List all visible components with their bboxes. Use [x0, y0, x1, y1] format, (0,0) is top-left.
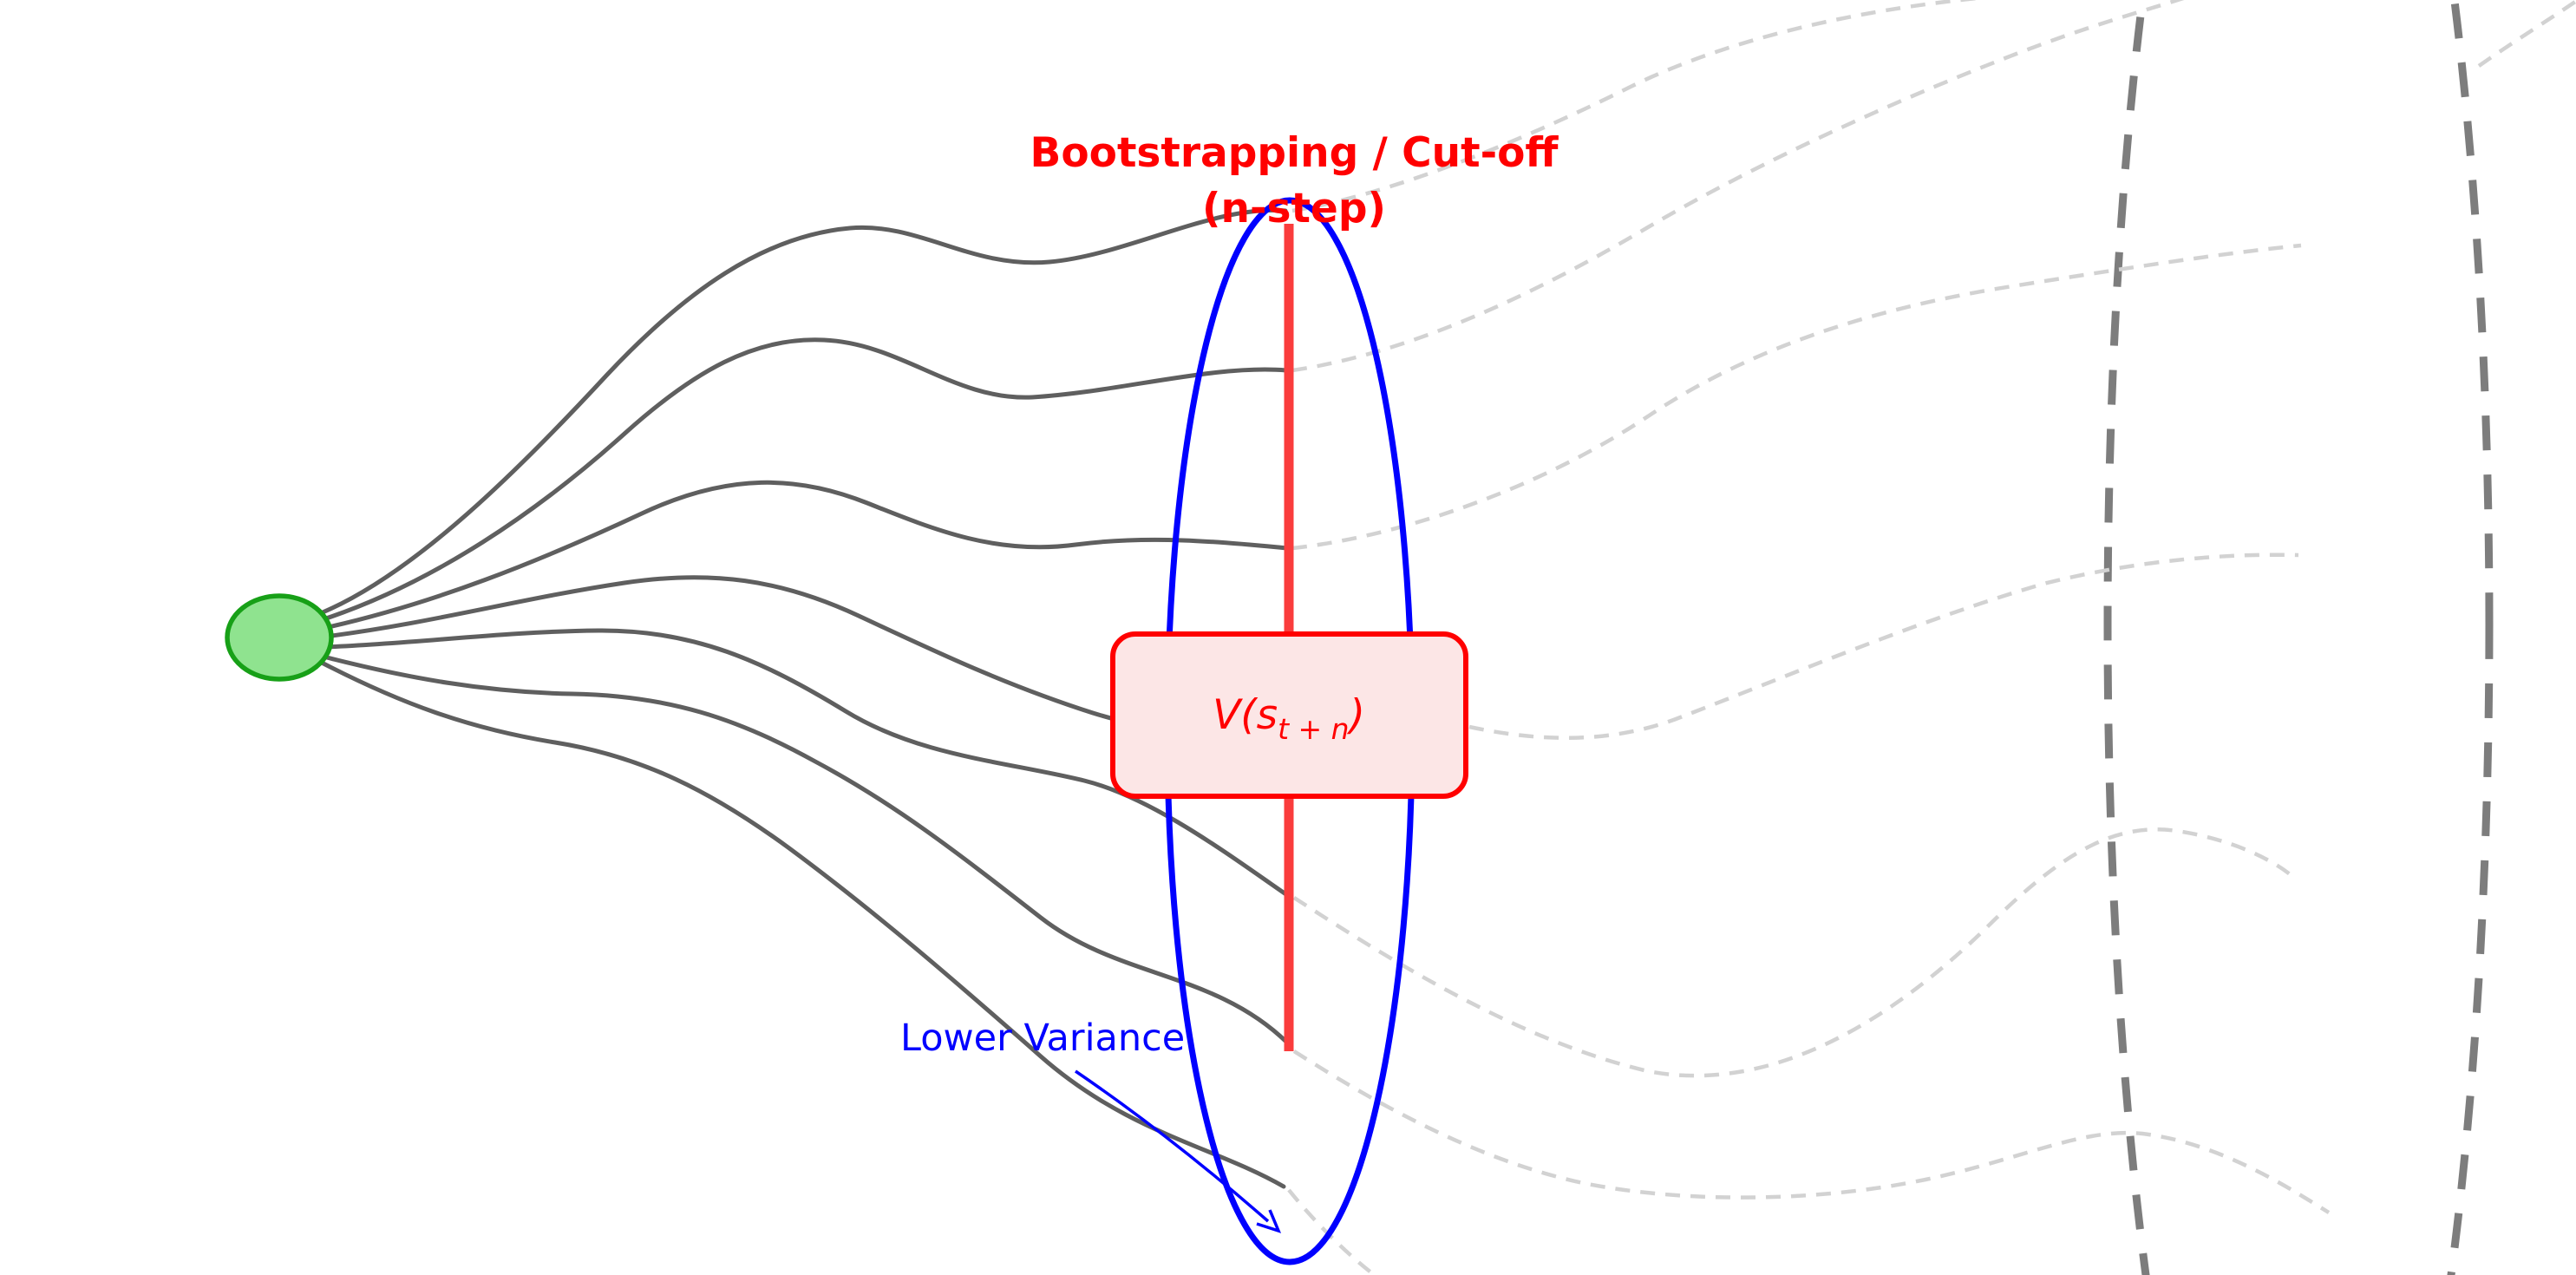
trajectory-6: [321, 654, 1290, 1045]
continuation-7: [1287, 1188, 1378, 1275]
value-label-subscript: t + n: [1278, 712, 1349, 746]
continuation-3: [1291, 243, 2302, 551]
lower-variance-annotation: Lower Variance: [900, 1017, 1282, 1233]
trajectory-5: [322, 628, 1290, 898]
trajectory-7: [319, 660, 1286, 1189]
continuation-2: [1291, 0, 2185, 373]
lower-variance-label: Lower Variance: [900, 1017, 1185, 1060]
value-box: V(st + n): [1110, 631, 1468, 799]
continuation-6: [1292, 1049, 2331, 1214]
trajectory-1: [320, 207, 1288, 615]
title-line-1: Bootstrapping / Cut-off: [1030, 129, 1559, 177]
continuation-4: [1468, 552, 2299, 740]
continuation-1: [1291, 0, 1979, 213]
continuation-5: [1292, 827, 2296, 1078]
continuation-corner: [2477, 0, 2576, 68]
future-variance-ellipse: [2103, 0, 2494, 1275]
value-box-rect: [1110, 631, 1468, 799]
value-label-prefix: V(s: [1213, 691, 1278, 739]
trajectory-2: [321, 337, 1289, 622]
trajectory-3: [322, 480, 1290, 631]
value-label-suffix: ): [1347, 691, 1365, 739]
start-state-node: [225, 593, 334, 682]
value-box-label: V(st + n): [1213, 691, 1365, 746]
cutoff-continuations: [1287, 0, 2576, 1275]
title-line-2: (n-step): [1202, 185, 1386, 232]
diagram-title: Bootstrapping / Cut-off (n-step): [1030, 129, 1559, 232]
lower-variance-arrowhead-icon: [1256, 1209, 1282, 1233]
sampled-trajectories: [319, 207, 1321, 1189]
lower-variance-arrow: [1075, 1069, 1270, 1223]
